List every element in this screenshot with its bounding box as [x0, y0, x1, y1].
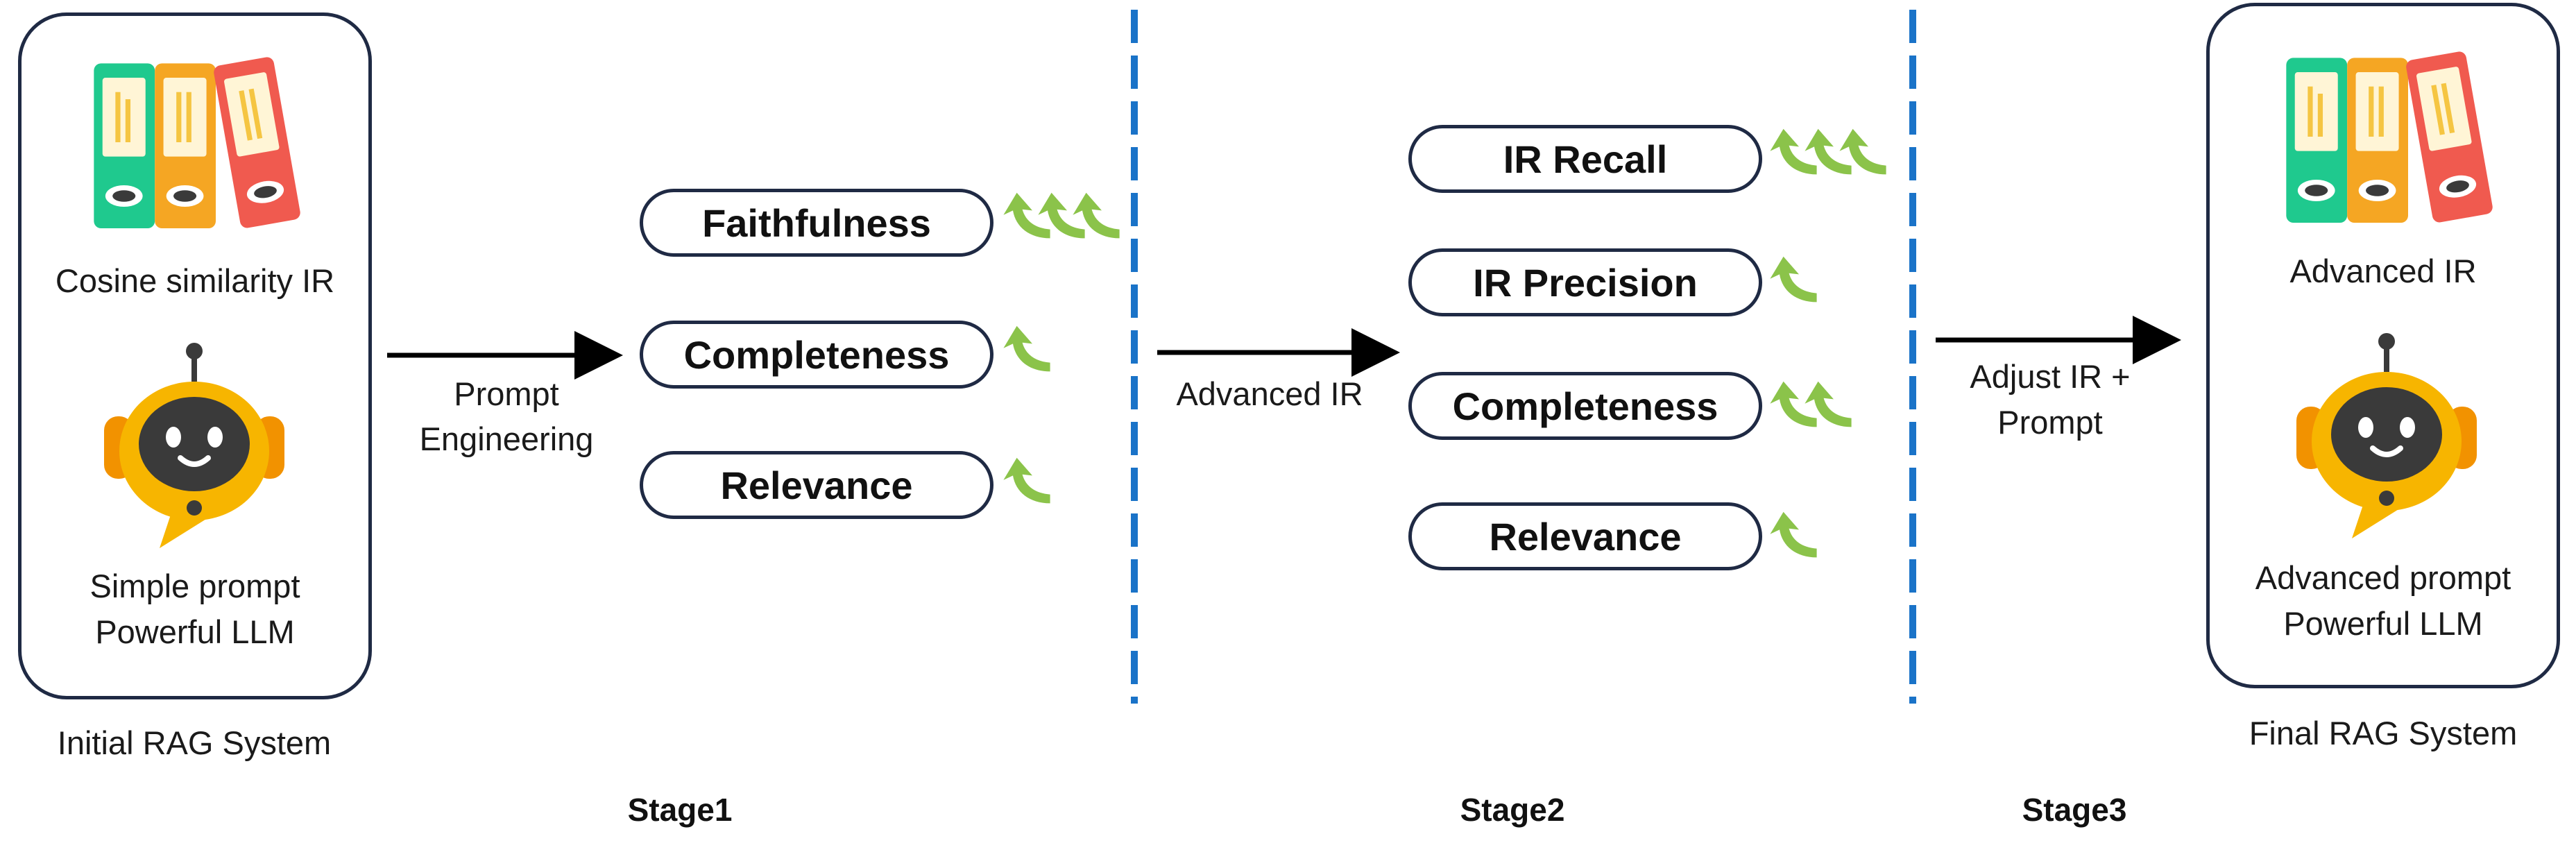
stage2-metric-ir-recall: IR Recall	[1408, 125, 1762, 193]
stage1-label: Stage1	[627, 792, 733, 828]
stage1-metric-faithfulness: Faithfulness	[640, 189, 993, 257]
transition-1-line2: Engineering	[419, 420, 594, 457]
final-system-caption: Final RAG System	[2249, 715, 2518, 751]
binders-icon	[2286, 50, 2494, 224]
stage1-metric-relevance: Relevance	[640, 451, 993, 519]
initial-ir-label: Cosine similarity IR	[55, 262, 335, 299]
transition-2-label: Advanced IR	[1176, 375, 1363, 412]
stage-divider-1	[1131, 10, 1138, 704]
stage3-label: Stage3	[2022, 792, 2127, 828]
stage2-label: Stage2	[1460, 792, 1565, 828]
transition-3-line2: Prompt	[1997, 404, 2103, 441]
stage-divider-2	[1909, 10, 1916, 704]
transition-3-line1: Adjust IR +	[1970, 358, 2131, 395]
transition-1-line1: Prompt	[454, 375, 559, 412]
stage2-metric-relevance: Relevance	[1408, 502, 1762, 570]
stage1-metric-completeness: Completeness	[640, 321, 993, 389]
initial-prompt-line1: Simple prompt	[89, 568, 300, 604]
stage2-metric-completeness: Completeness	[1408, 372, 1762, 440]
final-ir-label: Advanced IR	[2289, 253, 2477, 289]
final-prompt-line1: Advanced prompt	[2255, 559, 2511, 596]
robot-icon	[2283, 330, 2491, 538]
final-prompt-line2: Powerful LLM	[2283, 605, 2483, 642]
initial-system-caption: Initial RAG System	[57, 724, 332, 761]
initial-prompt-line2: Powerful LLM	[95, 613, 295, 650]
stage2-metric-ir-precision: IR Precision	[1408, 248, 1762, 316]
